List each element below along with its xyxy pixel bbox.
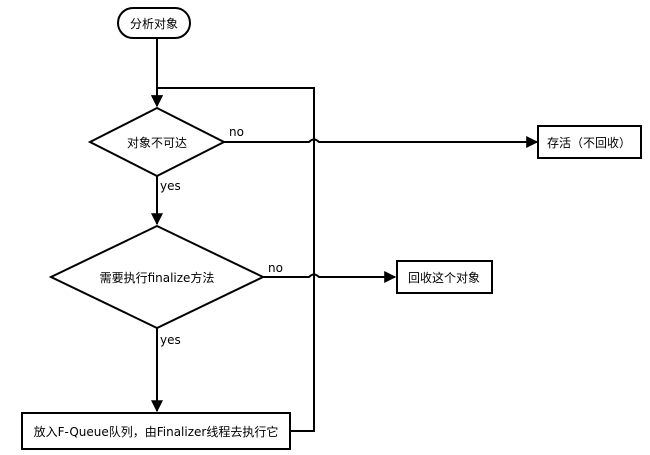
queue-node: 放入F-Queue队列，由Finalizer线程去执行它 — [21, 412, 291, 450]
start-label: 分析对象 — [130, 17, 178, 31]
decision2-node: 需要执行finalize方法 — [48, 224, 266, 330]
alive-label: 存活（不回收） — [547, 136, 631, 150]
decision1-label: 对象不可达 — [127, 136, 187, 150]
edge-loop-back — [151, 87, 315, 432]
start-node: 分析对象 — [117, 7, 191, 39]
decision1-no-label: no — [229, 125, 244, 139]
decision1-yes-label: yes — [160, 179, 181, 193]
decision2-yes-label: yes — [160, 333, 181, 347]
alive-node: 存活（不回收） — [537, 125, 642, 159]
reclaim-node: 回收这个对象 — [396, 260, 493, 294]
decision2-label: 需要执行finalize方法 — [100, 270, 215, 285]
decision2-no-label: no — [268, 261, 283, 275]
decision1-node: 对象不可达 — [87, 106, 227, 178]
reclaim-label: 回收这个对象 — [408, 270, 480, 285]
queue-label: 放入F-Queue队列，由Finalizer线程去执行它 — [34, 424, 279, 439]
edge-decision1-no — [224, 136, 539, 148]
